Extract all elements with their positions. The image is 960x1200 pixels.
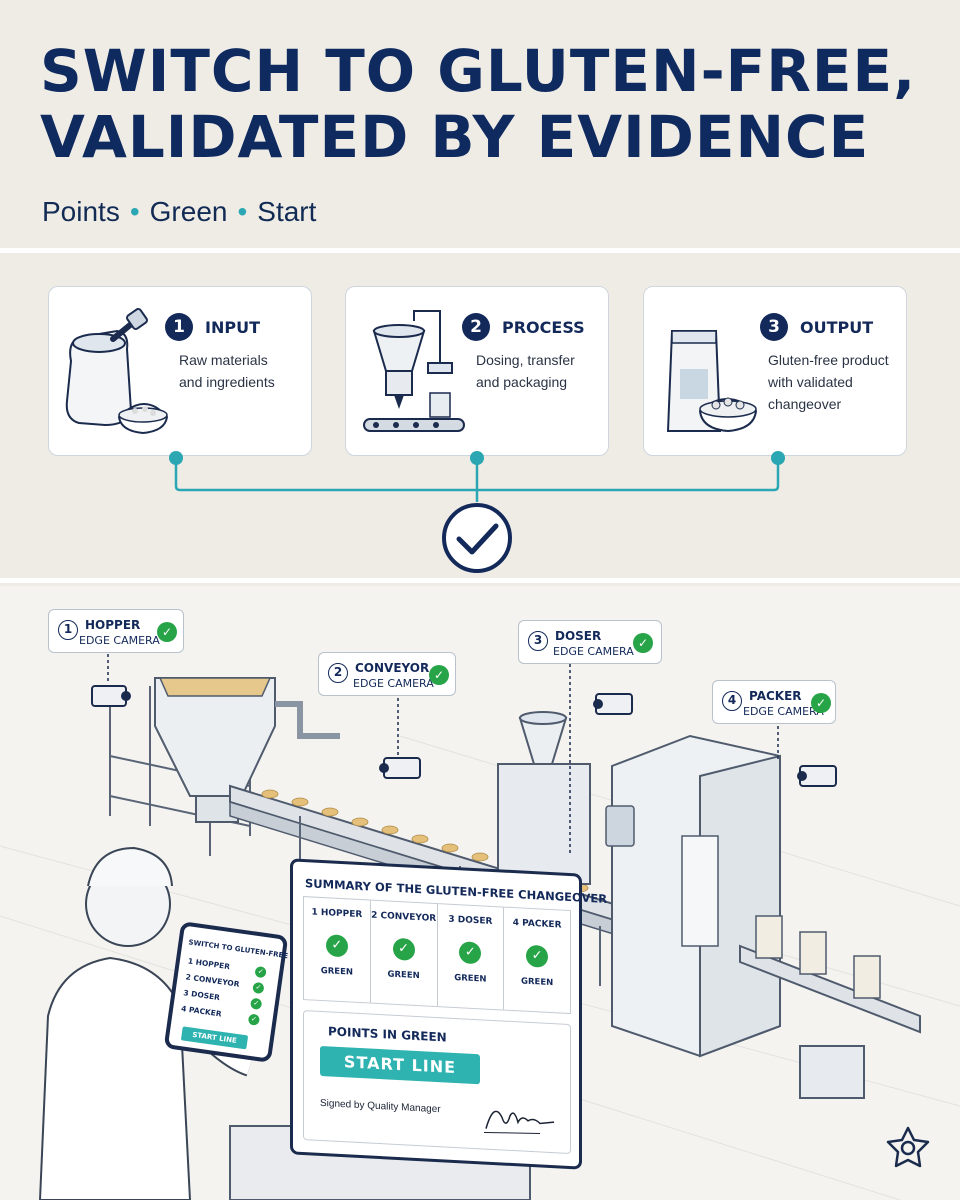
start-panel: POINTS IN GREEN START LINE Signed by Qua…	[303, 1010, 571, 1155]
step-description: Raw materials and ingredients	[179, 349, 311, 393]
validated-check-icon	[442, 503, 512, 573]
camera-name: DOSER	[555, 629, 602, 643]
tablet-device: SWITCH TO GLUTEN-FREE 1 HOPPER ✓ 2 CONVE…	[163, 921, 289, 1063]
check-icon: ✓	[247, 1013, 261, 1026]
check-icon: ✓	[254, 965, 267, 979]
title-line-2: VALIDATED BY EVIDENCE	[40, 103, 870, 171]
subtitle-start: Start	[257, 196, 317, 227]
dosing-machine-icon	[363, 310, 465, 432]
summary-column-status: GREEN	[521, 976, 554, 989]
summary-screen: SUMMARY OF THE GLUTEN-FREE CHANGEOVER 1 …	[290, 858, 607, 1170]
camera-tag-conveyor: 2 CONVEYOR EDGE CAMERA ✓	[318, 652, 456, 696]
summary-column: 1 HOPPER ✓ GREEN	[304, 897, 371, 1003]
header: SWITCH TO GLUTEN-FREE, VALIDATED BY EVID…	[0, 0, 960, 250]
connector-dot	[771, 451, 785, 465]
step-description: Gluten-free product with validated chang…	[768, 349, 900, 415]
check-icon: ✓	[429, 665, 449, 685]
camera-label: EDGE CAMERA	[353, 677, 434, 690]
step-desc-line: Raw materials	[179, 352, 268, 368]
camera-label: EDGE CAMERA	[79, 634, 160, 647]
tablet-row: 3 DOSER	[182, 988, 221, 1003]
check-icon: ✓	[252, 981, 265, 995]
check-icon: ✓	[157, 622, 177, 642]
camera-name: HOPPER	[85, 618, 141, 632]
summary-column: 4 PACKER ✓ GREEN	[504, 908, 570, 1013]
tablet-row: 1 HOPPER	[187, 956, 231, 972]
divider-top	[0, 248, 960, 253]
summary-column: 2 CONVEYOR ✓ GREEN	[370, 900, 438, 1007]
subtitle-separator-1: •	[129, 196, 140, 227]
edge-camera-icons	[91, 685, 837, 787]
product-bag-icon	[666, 330, 758, 433]
connector-dot	[169, 451, 183, 465]
signature-icon	[483, 1110, 555, 1134]
camera-number: 4	[722, 691, 742, 711]
step-title: PROCESS	[502, 318, 585, 337]
step-card-output: 3 OUTPUT Gluten-free product with valida…	[643, 286, 907, 456]
tablet-row: 2 CONVEYOR	[185, 972, 241, 989]
summary-column-label: 2 CONVEYOR	[371, 910, 437, 925]
tablet-title: SWITCH TO GLUTEN-FREE	[187, 938, 289, 961]
step-card-input: 1 INPUT Raw materials and ingredients	[48, 286, 312, 456]
summary-column-label: 4 PACKER	[512, 918, 562, 931]
tablet-start-line-button[interactable]: START LINE	[180, 1026, 249, 1050]
step-card-process: 2 PROCESS Dosing, transfer and packaging	[345, 286, 609, 456]
camera-number: 2	[328, 663, 348, 683]
step-number-badge: 1	[165, 313, 193, 341]
camera-tag-hopper: 1 HOPPER EDGE CAMERA ✓	[48, 609, 184, 653]
subtitle-points: Points	[42, 196, 120, 227]
check-icon: ✓	[392, 937, 415, 961]
flour-sack-icon	[65, 308, 169, 435]
summary-status-grid: 1 HOPPER ✓ GREEN 2 CONVEYOR ✓ GREEN 3 DO…	[303, 896, 571, 1015]
check-icon: ✓	[459, 941, 482, 965]
step-desc-line: and packaging	[476, 374, 568, 390]
tablet-row: 4 PACKER	[180, 1003, 223, 1019]
step-desc-line: with validated	[768, 374, 853, 390]
summary-column-status: GREEN	[387, 969, 420, 982]
points-in-green-label: POINTS IN GREEN	[328, 1024, 447, 1045]
subtitle: Points • Green • Start	[42, 196, 316, 228]
camera-name: PACKER	[749, 689, 802, 703]
step-number-badge: 2	[462, 313, 490, 341]
summary-column: 3 DOSER ✓ GREEN	[437, 904, 505, 1010]
start-line-button[interactable]: START LINE	[320, 1045, 480, 1085]
camera-tag-packer: 4 PACKER EDGE CAMERA ✓	[712, 680, 836, 724]
summary-column-status: GREEN	[320, 965, 353, 978]
camera-name: CONVEYOR	[355, 661, 430, 675]
step-desc-line: Dosing, transfer	[476, 352, 575, 368]
step-title: OUTPUT	[800, 318, 874, 337]
step-description: Dosing, transfer and packaging	[476, 349, 608, 393]
summary-column-label: 1 HOPPER	[311, 907, 363, 921]
divider-bottom	[0, 578, 960, 583]
title-line-1: SWITCH TO GLUTEN-FREE,	[40, 37, 917, 105]
brand-logo-icon	[886, 1126, 930, 1168]
check-icon: ✓	[633, 633, 653, 653]
step-desc-line: and ingredients	[179, 374, 275, 390]
camera-label: EDGE CAMERA	[743, 705, 824, 718]
camera-number: 1	[58, 620, 78, 640]
step-desc-line: Gluten-free product	[768, 352, 889, 368]
page-title: SWITCH TO GLUTEN-FREE, VALIDATED BY EVID…	[40, 38, 920, 170]
check-icon: ✓	[526, 944, 549, 968]
summary-column-label: 3 DOSER	[448, 914, 493, 927]
subtitle-separator-2: •	[237, 196, 248, 227]
camera-number: 3	[528, 631, 548, 651]
signature-caption: Signed by Quality Manager	[320, 1097, 441, 1116]
check-icon: ✓	[249, 997, 263, 1011]
flow-connector	[169, 451, 785, 573]
summary-column-status: GREEN	[454, 972, 487, 985]
camera-label: EDGE CAMERA	[553, 645, 634, 658]
step-number-badge: 3	[760, 313, 788, 341]
step-desc-line: changeover	[768, 396, 842, 412]
camera-tag-doser: 3 DOSER EDGE CAMERA ✓	[518, 620, 662, 664]
step-title: INPUT	[205, 318, 260, 337]
subtitle-green: Green	[149, 196, 228, 227]
connector-dot	[470, 451, 484, 465]
check-icon: ✓	[325, 934, 348, 958]
check-icon: ✓	[811, 693, 831, 713]
